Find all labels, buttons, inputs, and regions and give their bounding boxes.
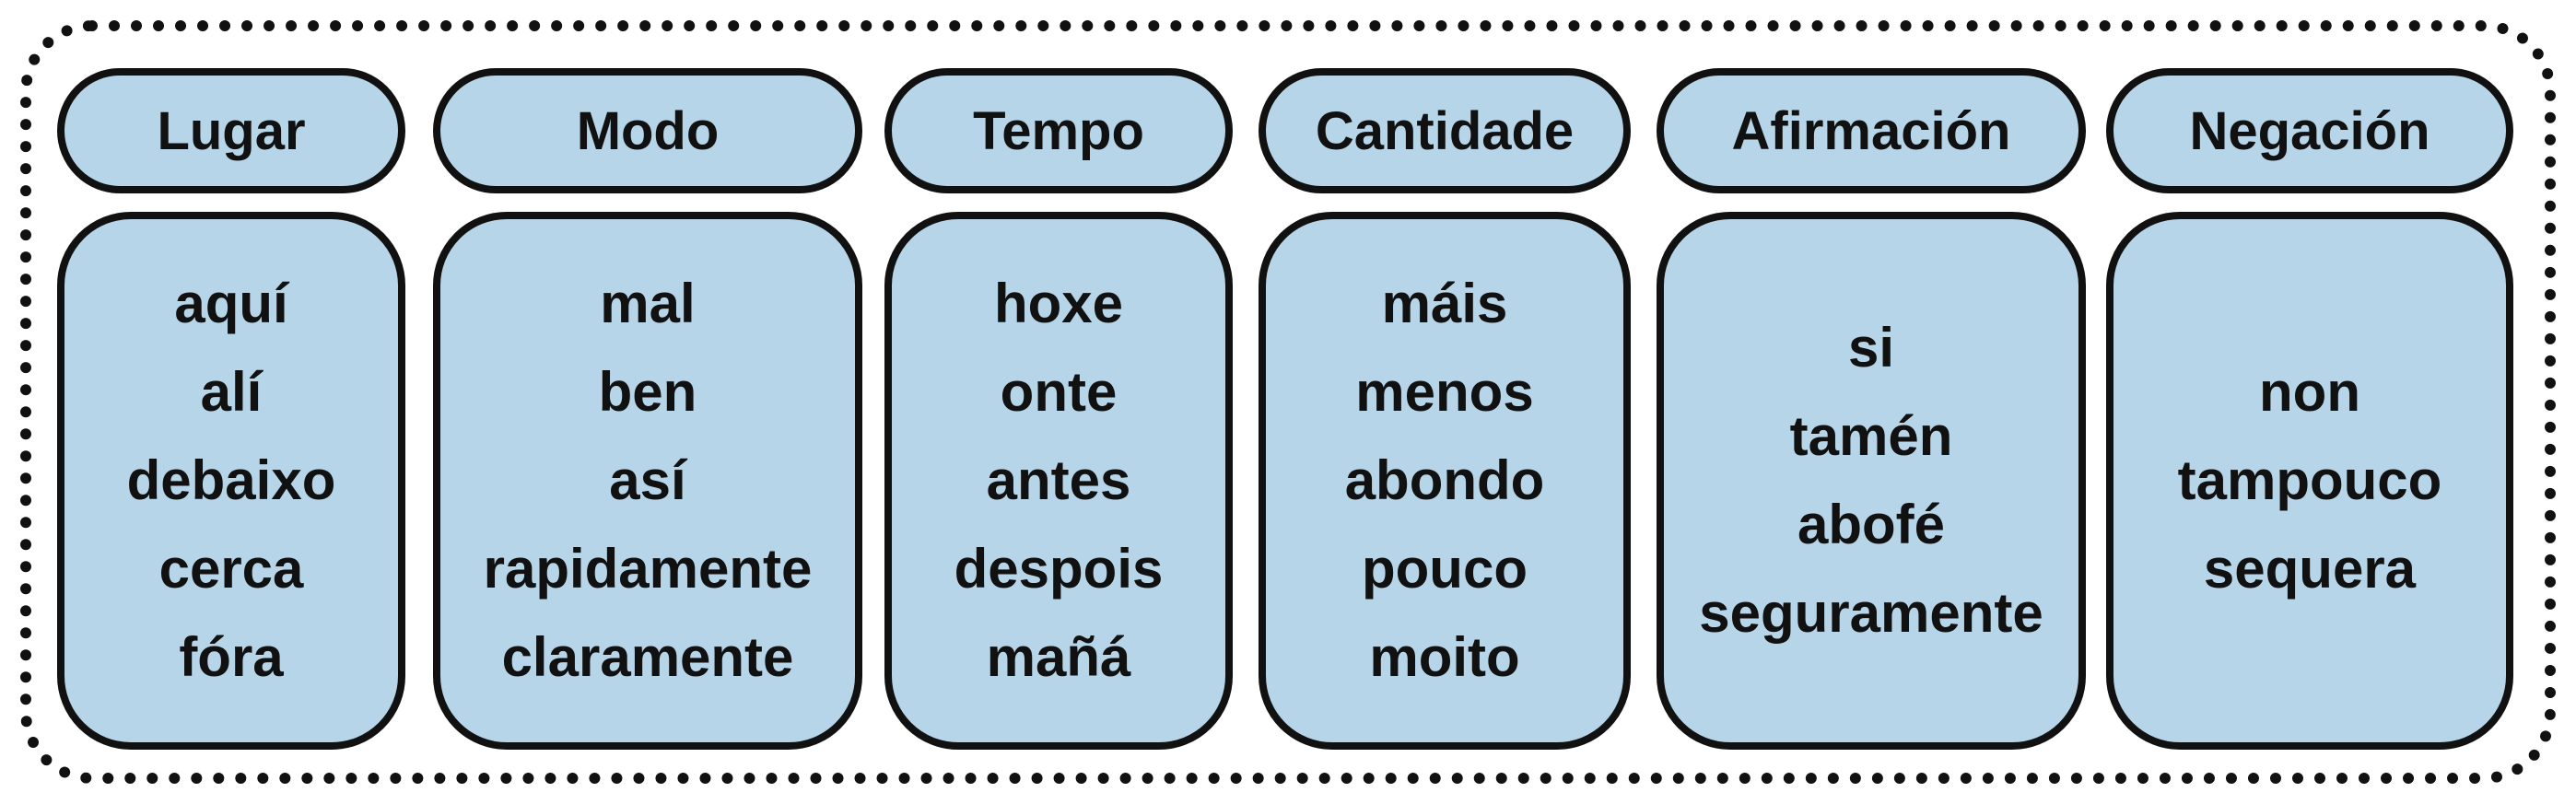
word-item: abofé [1797,494,1946,555]
word-item: tamén [1789,405,1953,467]
word-item: moito [1369,626,1520,688]
word-item: tampouco [2177,449,2442,511]
word-item: mañá [986,626,1131,688]
word-item: así [609,449,686,511]
word-item: si [1847,317,1895,379]
word-item: abondo [1344,449,1545,511]
word-item: menos [1355,361,1534,423]
category-words-lugar: aquí alí debaixo cerca fóra [57,212,405,750]
word-item: sequera [2203,538,2417,600]
category-words-afirmacion: si tamén abofé seguramente [1657,212,2086,750]
word-item: alí [200,361,263,423]
category-words-modo: mal ben así rapidamente claramente [433,212,862,750]
word-item: antes [986,449,1131,511]
category-title: Negación [2189,100,2430,161]
category-header-cantidade: Cantidade [1259,68,1631,193]
category-title: Modo [576,100,720,161]
category-words-negacion: non tampouco sequera [2106,212,2513,750]
category-words-cantidade: máis menos abondo pouco moito [1259,212,1631,750]
category-header-tempo: Tempo [884,68,1233,193]
category-words-tempo: hoxe onte antes despois mañá [884,212,1233,750]
word-item: máis [1381,273,1508,334]
category-title: Tempo [973,100,1144,161]
word-item: cerca [158,538,304,600]
word-item: hoxe [993,273,1124,334]
word-item: despois [954,538,1164,600]
category-column-negacion: Negación non tampouco sequera [2106,68,2513,750]
word-item: aquí [174,273,288,334]
word-item: claramente [501,626,794,688]
category-column-tempo: Tempo hoxe onte antes despois mañá [884,68,1233,750]
category-column-cantidade: Cantidade máis menos abondo pouco moito [1259,68,1631,750]
word-item: ben [598,361,697,423]
category-header-modo: Modo [433,68,862,193]
word-item: fóra [179,626,284,688]
category-column-modo: Modo mal ben así rapidamente claramente [433,68,862,750]
category-column-lugar: Lugar aquí alí debaixo cerca fóra [57,68,405,750]
category-title: Lugar [157,100,306,161]
word-item: debaixo [126,449,336,511]
category-header-negacion: Negación [2106,68,2513,193]
category-column-afirmacion: Afirmación si tamén abofé seguramente [1657,68,2086,750]
category-header-afirmacion: Afirmación [1657,68,2086,193]
word-item: pouco [1362,538,1528,600]
dotted-outer-frame [20,20,2556,784]
word-item: mal [600,273,696,334]
category-header-lugar: Lugar [57,68,405,193]
word-item: non [2259,361,2360,423]
word-item: seguramente [1699,582,2043,644]
category-title: Afirmación [1731,100,2011,161]
word-item: rapidamente [483,538,813,600]
category-title: Cantidade [1315,100,1575,161]
word-item: onte [1000,361,1118,423]
